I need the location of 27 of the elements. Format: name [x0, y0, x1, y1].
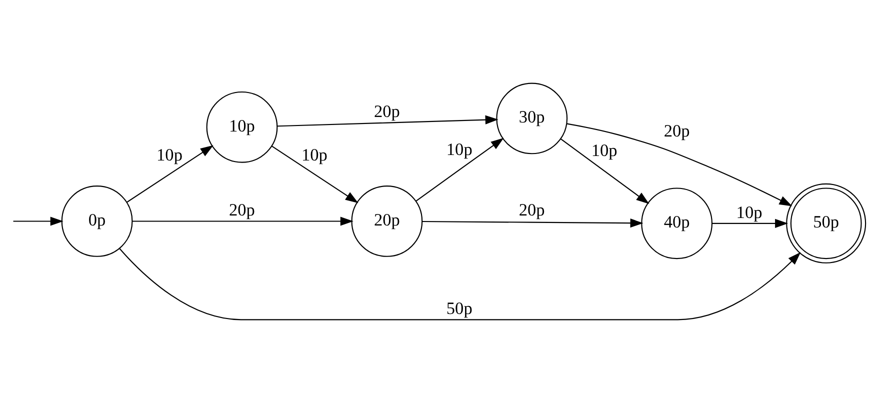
edge-label: 20p	[518, 200, 545, 220]
arrow	[13, 216, 64, 226]
arrow	[126, 145, 214, 203]
arrow	[416, 138, 504, 202]
edge-label: 20p	[664, 122, 690, 141]
node-circle: 10p	[206, 91, 278, 163]
edge-label: 20p	[229, 200, 255, 220]
node-circle: 0p	[61, 186, 133, 257]
arrow	[119, 248, 801, 320]
arrow	[560, 138, 650, 204]
arrow	[712, 218, 788, 228]
node-circle: 50p	[786, 183, 866, 264]
node-circle: 40p	[641, 188, 712, 260]
node-circle: 30p	[496, 82, 568, 154]
arrow	[566, 123, 792, 206]
arrow	[422, 218, 644, 228]
arrow	[272, 146, 358, 204]
edge-label: 50p	[446, 299, 472, 318]
edge-label: 20p	[374, 102, 400, 122]
edge-label: 10p	[446, 140, 472, 160]
arrow	[132, 216, 354, 226]
node-circle: 20p	[351, 186, 423, 257]
edge-label: 10p	[301, 145, 328, 164]
edge-label: 10p	[591, 141, 618, 160]
edge-label: 10p	[156, 145, 182, 164]
arrow	[277, 115, 498, 127]
edge-label: 10p	[736, 202, 762, 222]
